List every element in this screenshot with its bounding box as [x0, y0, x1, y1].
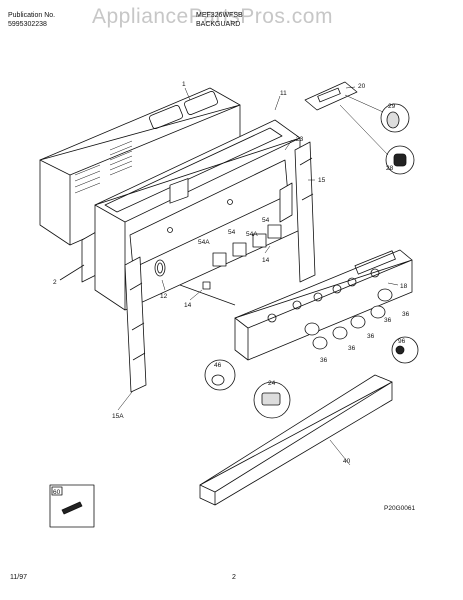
callout-60: 60: [53, 489, 61, 496]
callout-15a: 15A: [112, 413, 124, 420]
side-bracket: [279, 182, 293, 223]
callout-29: 29: [388, 103, 396, 110]
callout-36c: 36: [367, 333, 375, 340]
callout-23: 23: [296, 136, 304, 143]
right-end-cap: [294, 141, 316, 283]
harness-clip: [154, 259, 236, 306]
callout-96: 96: [398, 338, 406, 345]
callout-2: 2: [53, 279, 57, 286]
model-number: MEF326WFSB: [196, 12, 243, 19]
selector-switch: [253, 381, 291, 419]
callout-15: 15: [318, 177, 326, 184]
clock-button: [385, 145, 415, 175]
footer-date: 11/97: [10, 574, 27, 581]
control-panel: [234, 249, 413, 361]
infinite-switches: [169, 178, 282, 267]
callout-18: 18: [400, 283, 408, 290]
callout-20: 20: [358, 83, 366, 90]
left-end-cap: [124, 256, 147, 393]
diagram-code: P20G0061: [384, 505, 415, 512]
callout-54a-2: 54A: [246, 231, 258, 238]
callout-36e: 36: [320, 357, 328, 364]
screw-box: [49, 484, 95, 528]
callout-1: 1: [182, 81, 186, 88]
knob-insert: [204, 359, 236, 391]
callout-40: 40: [343, 458, 351, 465]
callout-14b: 14: [262, 257, 270, 264]
control-knobs: [304, 288, 393, 350]
publication-number: 5995302238: [8, 21, 47, 28]
control-board: [304, 81, 358, 111]
screw: [391, 336, 419, 364]
leader-lines: [117, 86, 399, 466]
callout-36b: 36: [402, 311, 410, 318]
callout-46: 46: [214, 362, 222, 369]
callout-54-2: 54: [262, 217, 270, 224]
publication-label: Publication No.: [8, 12, 56, 19]
callout-54-1: 54: [228, 229, 236, 236]
watermark: AppliancePartsPros.com: [92, 5, 333, 28]
callout-36a: 36: [384, 317, 392, 324]
callout-14a: 14: [184, 302, 192, 309]
callout-12: 12: [160, 293, 168, 300]
trim-strip: [199, 374, 393, 506]
section-title: BACKGUARD: [196, 21, 241, 28]
callout-28: 28: [386, 165, 394, 172]
callout-11: 11: [280, 90, 287, 97]
footer-page: 2: [232, 574, 236, 581]
callout-54a-1: 54A: [198, 239, 210, 246]
callout-36d: 36: [348, 345, 356, 352]
callout-24: 24: [268, 380, 276, 387]
clock-knob: [380, 103, 410, 133]
